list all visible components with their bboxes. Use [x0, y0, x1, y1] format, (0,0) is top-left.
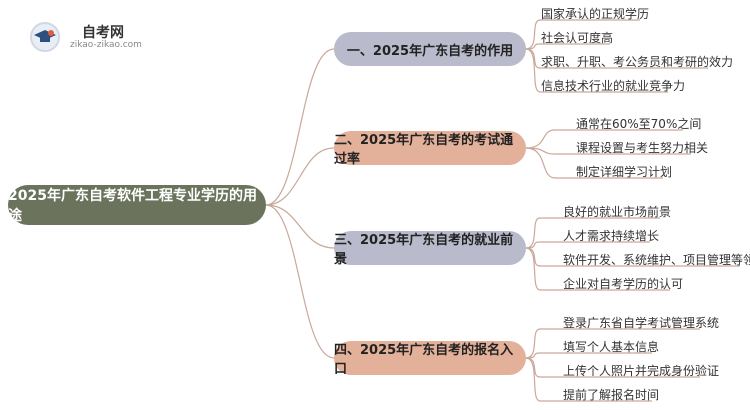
logo-name: 自考网	[82, 25, 124, 41]
branch-2-leaf-3	[525, 147, 663, 179]
leaf-item: 信息技术行业的就业竞争力	[541, 79, 686, 93]
branch-4-leaf-2	[525, 352, 652, 359]
leaf-item: 软件开发、系统维护、项目管理等领域	[563, 253, 750, 267]
root-to-branch-2	[265, 147, 335, 206]
branch-2-leaf-1	[525, 129, 683, 149]
leaf-item: 人才需求持续增长	[563, 229, 660, 243]
site-logo: 自考网 zikao-zikao.com	[30, 20, 170, 56]
branch-4-leaf-1	[525, 328, 700, 359]
branch-node-3: 三、2025年广东自考的就业前景	[334, 231, 526, 267]
logo-url: zikao-zikao.com	[70, 40, 142, 50]
leaf-item: 上传个人照片并完成身份验证	[563, 364, 720, 378]
root-node: 2025年广东自考软件工程专业学历的用途	[8, 185, 266, 225]
leaf-item: 提前了解报名时间	[563, 388, 660, 402]
root-to-branch-1	[265, 48, 335, 206]
leaf-item: 制定详细学习计划	[576, 165, 673, 179]
leaf-item: 课程设置与考生努力相关	[576, 141, 709, 155]
graduation-cap-icon	[30, 22, 60, 52]
leaf-item: 社会认可度高	[541, 31, 614, 45]
branch-4-leaf-4	[525, 357, 652, 402]
branch-1-leaf-4	[525, 48, 668, 93]
branch-node-2: 二、2025年广东自考的考试通过率	[334, 131, 526, 167]
root-to-branch-4	[265, 204, 335, 359]
branch-3-leaf-1	[525, 217, 660, 249]
leaf-item: 企业对自考学历的认可	[563, 277, 684, 291]
leaf-item: 填写个人基本信息	[563, 340, 660, 354]
leaf-item: 通常在60%至70%之间	[576, 117, 702, 131]
leaf-item: 良好的就业市场前景	[563, 205, 672, 219]
branch-1-leaf-2	[525, 43, 610, 50]
branch-node-1: 一、2025年广东自考的作用	[334, 32, 526, 66]
root-to-branch-3	[265, 204, 335, 249]
branch-2-leaf-2	[525, 147, 691, 155]
leaf-item: 国家承认的正规学历	[541, 7, 650, 21]
leaf-item: 求职、升职、考公务员和考研的效力	[541, 55, 734, 69]
branch-node-4: 四、2025年广东自考的报名入口	[334, 341, 526, 377]
branch-1-leaf-1	[525, 19, 640, 50]
branch-3-leaf-2	[525, 241, 650, 249]
leaf-item: 登录广东省自学考试管理系统	[563, 316, 720, 330]
branch-3-leaf-4	[525, 247, 670, 291]
